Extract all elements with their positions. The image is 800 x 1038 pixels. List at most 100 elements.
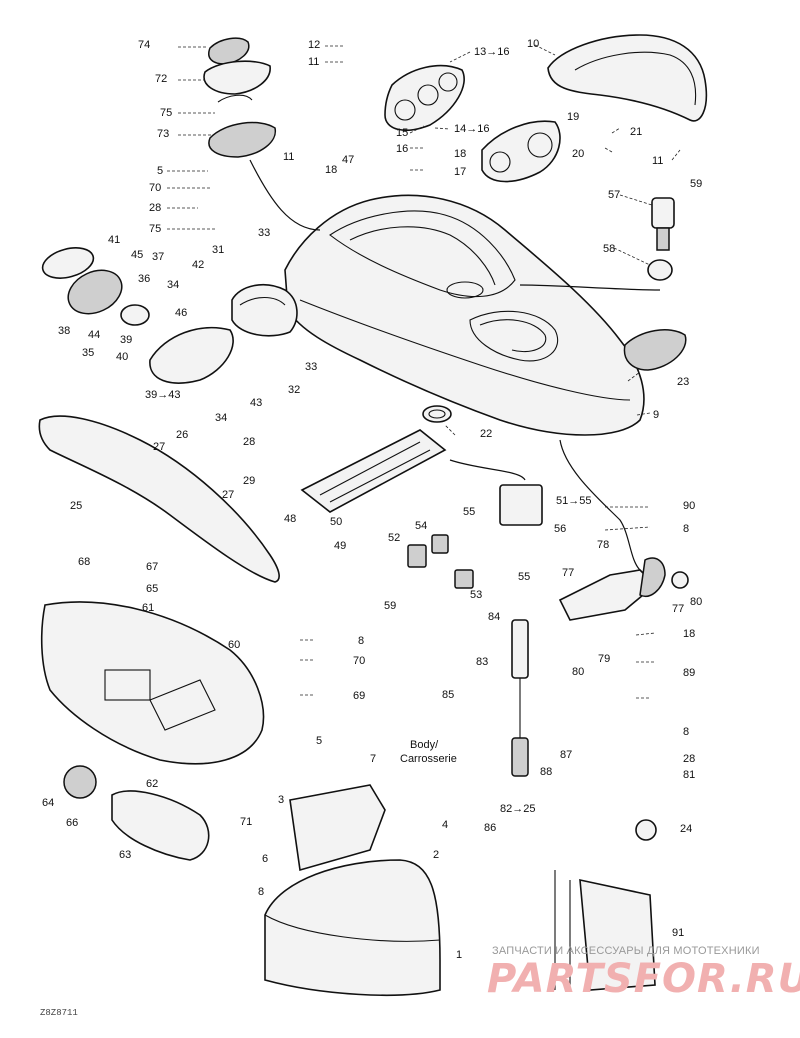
callout: 38 [58,325,70,337]
callout: 68 [78,556,90,568]
callout: 18 [683,628,695,640]
callout: 60 [228,639,240,651]
watermark-brand-left: PARTS [487,956,634,1002]
callout: 79 [598,653,610,665]
callout: 49 [334,540,346,552]
callout: 62 [146,778,158,790]
leader-lines [167,44,681,699]
callout: 90 [683,500,695,512]
hull-body-part [284,194,645,436]
handlebar-grip [63,765,210,861]
callout: 69 [353,690,365,702]
ring-22 [422,405,452,423]
mirror-assembly-left [41,247,150,326]
callout: 77 [672,603,684,615]
callout: 85 [442,689,454,701]
callout: 14→16 [454,123,489,135]
callout: 78 [597,539,609,551]
electrical-box [407,484,543,589]
callout: 29 [243,475,255,487]
callout: 46 [175,307,187,319]
callout: 61 [142,602,154,614]
callout: 48 [284,513,296,525]
callout: 23 [677,376,689,388]
callout: 86 [484,822,496,834]
seat-part [547,34,708,122]
callout: 87 [560,749,572,761]
callout: 55 [518,571,530,583]
callout: 40 [116,351,128,363]
body-label-line1: Body/ [410,739,439,751]
callout: 12 [308,39,320,51]
callout: 28 [683,753,695,765]
callout: 17 [454,166,466,178]
callout: 64 [42,797,54,809]
glovebox-door-3 [289,784,386,872]
callout: 84 [488,611,500,623]
mirror-housing-46 [231,284,298,337]
callout: 8 [358,635,364,647]
callout: 8 [683,523,689,535]
callout: 66 [66,817,78,829]
cable-lines [249,159,661,571]
callout: 27 [153,441,165,453]
hose-clamp-24 [635,819,657,841]
fuel-cap-part [647,197,675,281]
callout: 75 [149,223,161,235]
bracket-plate-48 [300,429,447,513]
callout: 18 [325,164,337,176]
callout: 37 [152,251,164,263]
side-rail-25 [38,415,280,583]
floor-pan-60 [40,601,265,765]
callout: 53 [470,589,482,601]
callout: 65 [146,583,158,595]
callout: 1 [456,949,462,961]
callout: 55 [463,506,475,518]
gauge-housing-part [481,120,561,183]
callout: 56 [554,523,566,535]
vent-assembly [203,37,276,158]
callout: 57 [608,189,620,201]
mirror-glass-39-43 [149,326,234,384]
callout: 11 [308,56,319,68]
callout: 18 [454,148,466,160]
callout: 47 [342,154,354,166]
shock-absorber-83 [511,619,529,777]
body-label-line2: Carrosserie [400,753,457,765]
gauge-bezel-part [384,64,465,131]
callout: 16 [396,143,408,155]
callout: 72 [155,73,167,85]
callout-labels: 74 72 75 73 5 70 28 75 12 11 13→16 15 14… [42,38,702,961]
callout: 44 [88,329,100,341]
callout: 27 [222,489,234,501]
callout: 39→43 [145,389,180,401]
callout: 21 [630,126,642,138]
watermark-brand-right: FOR.RU [633,956,800,1002]
callout: 28 [243,436,255,448]
callout: 33 [305,361,317,373]
panel-91 [554,870,656,991]
callout: 67 [146,561,158,573]
callout: 39 [120,334,132,346]
callout: 25 [70,500,82,512]
storage-bin-1 [264,859,441,997]
callout: 45 [131,249,143,261]
callout: 3 [278,794,284,806]
callout: 41 [108,234,120,246]
steering-bracket [558,557,689,621]
callout: 54 [415,520,427,532]
callout: 74 [138,39,150,51]
callout: 22 [480,428,492,440]
callout: 75 [160,107,172,119]
callout: 58 [603,243,615,255]
vent-cover-23 [623,329,687,371]
callout: 81 [683,769,695,781]
callout: 5 [316,735,322,747]
callout: 42 [192,259,204,271]
callout: 6 [262,853,268,865]
callout: 4 [442,819,448,831]
callout: 43 [250,397,262,409]
drawing-code: Z8Z8711 [40,1008,78,1018]
callout: 11 [652,155,663,167]
